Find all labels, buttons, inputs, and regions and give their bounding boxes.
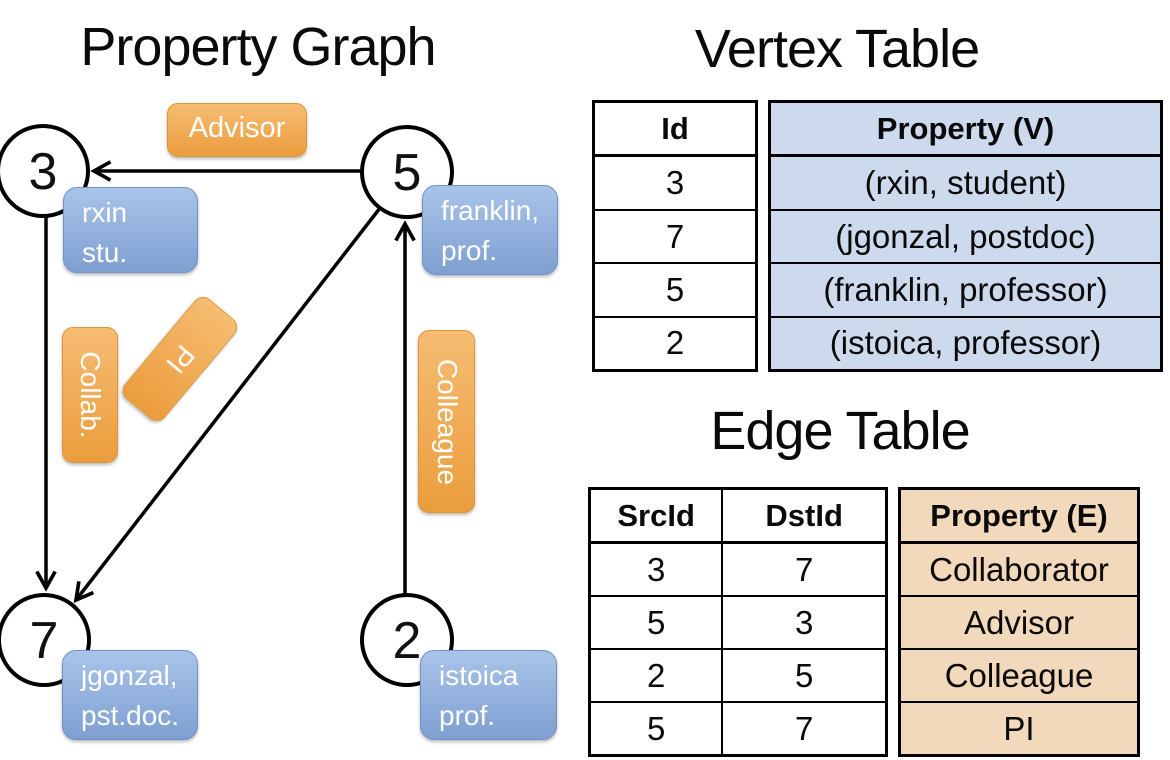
vertex-id-3: 3 [28,143,58,201]
edge-table-property-cell: Advisor [901,597,1137,650]
edge-label-pi-text: PI [160,339,201,380]
vertex-id-2: 2 [392,612,422,670]
edge-table-dstid-cell: 3 [794,603,814,641]
edge-label-collab-text: Collab. [75,351,106,439]
edge-label-advisor-text: Advisor [188,112,286,145]
edge-table-row: 3 7 [591,544,885,597]
vertex-table-title: Vertex Table [694,19,980,79]
edge-label-colleague-text: Colleague [431,358,463,485]
edge-table-property-cell: Collaborator [901,544,1137,597]
property-graph-title: Property Graph [80,17,436,77]
edge-table-header-row: SrcId DstId [591,490,885,544]
edge-table-row: 5 3 [591,597,885,650]
vertex-label-istoica: istoica prof. [420,650,557,740]
edge-table-property-header: Property (E) [901,490,1137,544]
vertex-table-id-cell: 7 [595,211,755,265]
edge-label-collab: Collab. [62,327,118,463]
vertex-label-franklin: franklin, prof. [422,185,558,275]
edge-table-srcid-cell: 2 [591,650,724,701]
edge-table-dstid-cell: 5 [794,656,814,694]
vertex-label-rxin: rxin stu. [63,187,198,273]
edge-table-property-column: Property (E) Collaborator Advisor Collea… [898,487,1140,757]
edge-table-srcid-cell: 5 [591,703,724,754]
vertex-label-line: franklin, [441,195,540,226]
edge-table-dstid-header: DstId [765,497,843,533]
edge-label-colleague: Colleague [418,330,475,513]
edge-table-title: Edge Table [710,401,970,461]
vertex-table-property-column: Property (V) (rxin, student) (jgonzal, p… [768,100,1163,372]
vertex-id-7: 7 [29,612,59,670]
edge-table-srcid-cell: 3 [591,544,724,595]
edge-label-advisor: Advisor [167,103,307,157]
vertex-table-id-column: Id 3 7 5 2 [592,100,758,372]
edge-table-row: 5 7 [591,703,885,754]
edge-table-property-cell: Colleague [901,650,1137,703]
vertex-label-line: prof. [441,235,498,266]
vertex-label-line: rxin [82,197,128,228]
edge-table-id-columns: SrcId DstId 3 7 5 3 2 5 5 7 [588,487,888,757]
vertex-label-line: pst.doc. [81,700,180,731]
edge-table-dstid-cell: 7 [794,709,814,747]
edge-table-srcid-cell: 5 [591,597,724,648]
vertex-table-id-cell: 3 [595,157,755,211]
vertex-table-property-cell: (istoica, professor) [771,317,1160,370]
edge-table-srcid-header: SrcId [591,490,724,541]
vertex-table-property-cell: (jgonzal, postdoc) [771,210,1160,265]
vertex-table-property-cell: (franklin, professor) [771,264,1160,318]
vertex-table-id-cell: 2 [665,324,685,362]
vertex-table-id-cell: 5 [595,264,755,318]
edge-pi-arrow [76,206,382,600]
edge-table-dstid-cell: 7 [794,550,814,588]
vertex-label-line: istoica [439,660,519,691]
vertex-table-property-header: Property (V) [771,103,1160,158]
edge-table-property-cell: PI [901,703,1137,754]
vertex-label-line: jgonzal, [81,660,178,691]
vertex-table-property-cell: (rxin, student) [771,157,1160,211]
vertex-label-jgonzal: jgonzal, pst.doc. [62,650,198,740]
vertex-id-5: 5 [392,144,422,202]
vertex-table-id-header: Id [595,103,755,158]
vertex-label-line: stu. [82,237,128,268]
vertex-label-line: prof. [439,700,496,731]
edge-table-row: 2 5 [591,650,885,703]
